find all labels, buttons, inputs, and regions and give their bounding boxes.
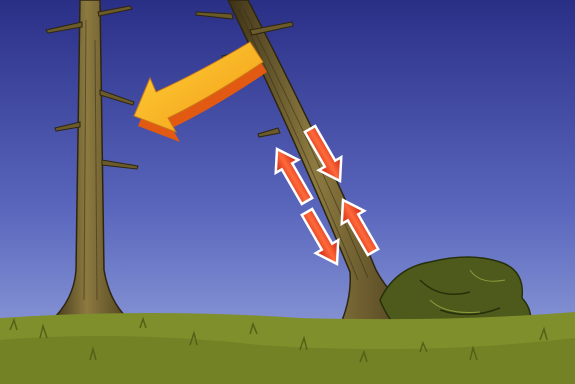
ground <box>0 312 575 384</box>
